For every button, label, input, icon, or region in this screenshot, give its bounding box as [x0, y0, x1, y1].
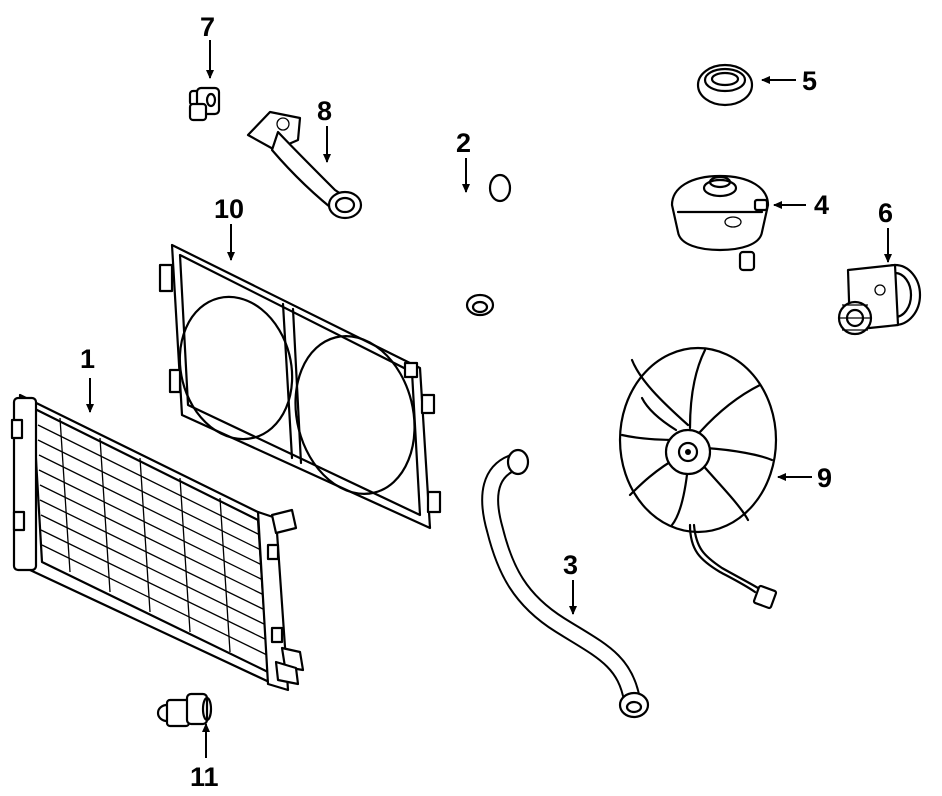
callout-2: 2: [456, 128, 471, 158]
thermo-switch: [156, 692, 213, 728]
upper-radiator-hose: [407, 172, 512, 317]
coolant-reservoir: [670, 174, 770, 272]
radiator: [10, 393, 305, 692]
temperature-sensor: [188, 86, 221, 122]
water-pump: [837, 263, 922, 336]
callout-6: 6: [878, 198, 893, 228]
callout-3: 3: [563, 550, 578, 580]
callout-8: 8: [317, 96, 332, 126]
callout-4: 4: [814, 190, 829, 220]
callout-5: 5: [802, 66, 817, 96]
callout-9: 9: [817, 463, 832, 493]
callout-7: 7: [200, 12, 215, 42]
callout-11: 11: [190, 762, 219, 792]
cooling-fan: [618, 346, 778, 610]
callout-leaders: [86, 40, 892, 758]
reservoir-cap: [696, 63, 754, 107]
callout-1: 1: [80, 344, 95, 374]
coolant-flange: [246, 110, 363, 220]
fan-shroud: [158, 243, 442, 530]
lower-radiator-hose: [481, 448, 650, 719]
callout-10: 10: [214, 194, 244, 224]
